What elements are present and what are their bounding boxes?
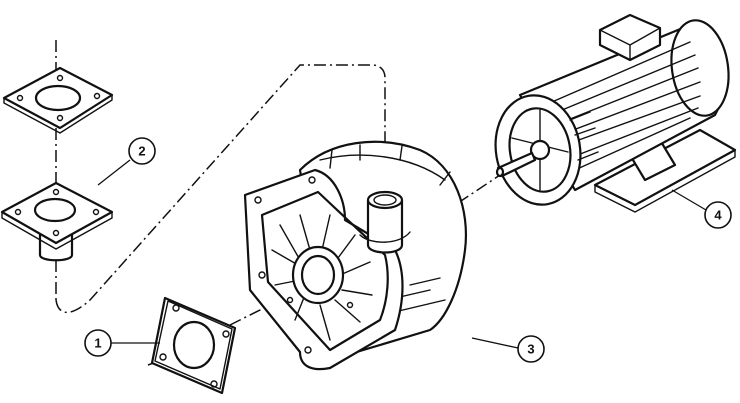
callout-3-label: 3	[527, 342, 534, 357]
callout-1-label: 1	[94, 336, 101, 351]
callout-4: 4	[671, 189, 732, 229]
electric-motor	[494, 13, 737, 213]
upper-flange	[2, 66, 114, 134]
callout-1: 1	[84, 329, 160, 357]
pump-housing	[243, 140, 467, 371]
callout-3: 3	[471, 335, 545, 363]
square-gasket	[150, 296, 237, 395]
lower-flange	[0, 181, 114, 262]
callout-2: 2	[97, 137, 156, 186]
callout-4-label: 4	[714, 208, 722, 223]
callout-2-label: 2	[138, 144, 145, 159]
